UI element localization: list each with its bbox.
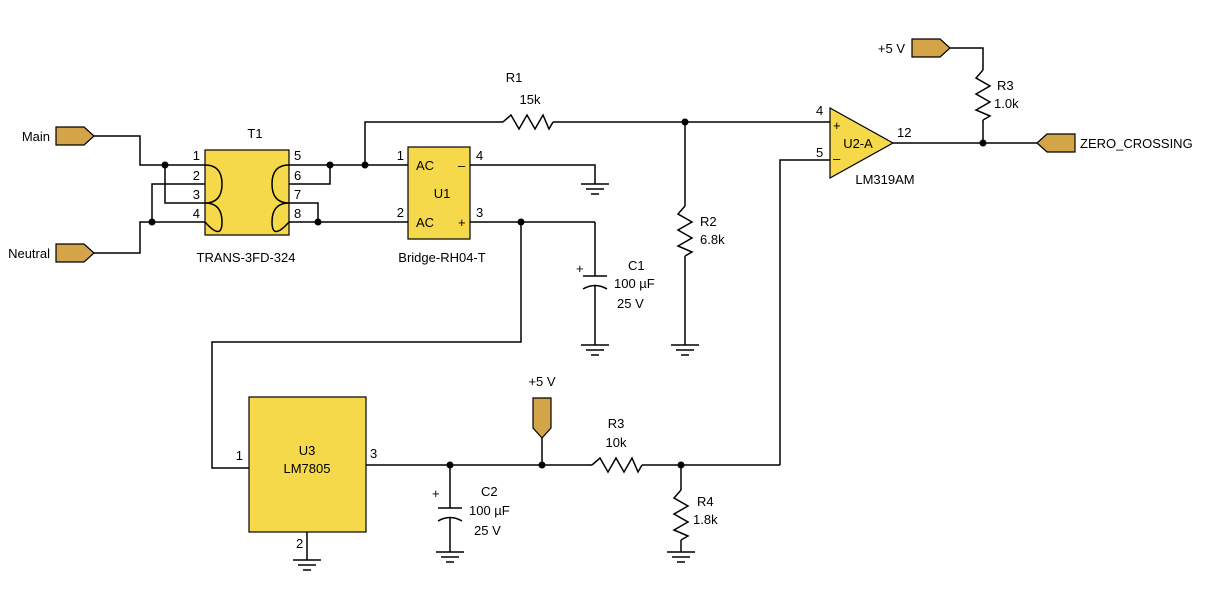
t1-pin: 6 [294,168,301,183]
port-neutral-label: Neutral [8,246,50,261]
c2-voltage: 25 V [474,523,501,538]
port-vcc-top[interactable]: +5 V [878,38,951,58]
junction-dot [538,461,546,469]
u2-ref: U2-A [843,136,873,151]
bridge-u1[interactable]: AC AC – + U1 Bridge-RH04-T 1 2 3 4 [397,146,486,265]
ground-symbol [667,551,695,563]
resistor-r4[interactable]: R4 1.8k [672,489,718,541]
t1-pin: 4 [193,206,200,221]
u2-pin-in-minus: 5 [816,145,823,160]
port-vcc-top-label: +5 V [878,41,905,56]
ground-symbol [581,344,609,356]
c1-polarity: + [576,261,584,276]
u1-pin: 4 [476,148,483,163]
u1-pin: 3 [476,205,483,220]
t1-pin: 3 [193,187,200,202]
u2-plus-label: + [833,118,841,133]
c2-polarity: + [432,486,440,501]
t1-pin: 7 [294,187,301,202]
t1-ref: T1 [247,126,262,141]
u3-pin-out: 3 [370,446,377,461]
c2-ref: C2 [481,484,498,499]
r3-top-ref: R3 [997,78,1014,93]
u3-pin-in: 1 [236,448,243,463]
c1-value: 100 µF [614,276,655,291]
junction-dot [979,139,987,147]
u1-part: Bridge-RH04-T [398,250,485,265]
junction-dot [326,161,334,169]
comparator-u2[interactable]: U2-A + – 4 5 12 LM319AM [816,103,915,187]
u1-plus-label: + [458,215,466,230]
capacitor-c2[interactable]: + C2 100 µF 25 V [432,484,510,538]
resistor-r1[interactable]: R1 15k [502,70,554,131]
port-zero-crossing-label: ZERO_CROSSING [1080,136,1193,151]
c2-value: 100 µF [469,503,510,518]
resistor-r3-top[interactable]: R3 1.0k [974,69,1019,121]
transformer-t1[interactable]: T1 TRANS-3FD-324 1 2 3 4 5 6 7 8 [193,126,301,265]
junction-dot [677,461,685,469]
u1-minus-label: – [458,158,466,173]
r1-ref: R1 [506,70,523,85]
c1-voltage: 25 V [617,296,644,311]
r1-value: 15k [520,92,541,107]
port-main[interactable]: Main [22,126,95,146]
t1-pin: 2 [193,168,200,183]
port-vcc-mid[interactable]: +5 V [528,374,556,439]
junction-dot [161,161,169,169]
r4-value: 1.8k [693,512,718,527]
junction-dot [517,218,525,226]
r2-ref: R2 [700,214,717,229]
r4-ref: R4 [697,494,714,509]
port-zero-crossing[interactable]: ZERO_CROSSING [1036,133,1193,153]
junction-dot [148,218,156,226]
junction-dot [446,461,454,469]
u2-pin-in-plus: 4 [816,103,823,118]
u1-ac1-label: AC [416,158,434,173]
t1-pin: 8 [294,206,301,221]
u3-pin-gnd: 2 [296,536,303,551]
ground-symbol [581,183,609,195]
r3-bottom-ref: R3 [608,416,625,431]
t1-pin: 1 [193,148,200,163]
u1-ac2-label: AC [416,215,434,230]
junction-dot [314,218,322,226]
ground-symbol [436,551,464,563]
t1-part: TRANS-3FD-324 [197,250,296,265]
port-main-label: Main [22,129,50,144]
port-neutral[interactable]: Neutral [8,243,95,263]
c1-ref: C1 [628,258,645,273]
capacitor-c1[interactable]: + C1 100 µF 25 V [576,258,655,311]
port-vcc-mid-label: +5 V [528,374,555,389]
junction-dot [361,161,369,169]
wires [94,47,1037,560]
u1-ref: U1 [434,186,451,201]
r3-bottom-value: 10k [606,435,627,450]
resistor-r3-bottom[interactable]: R3 10k [591,416,643,474]
u2-pin-out: 12 [897,125,911,140]
u1-pin: 1 [397,148,404,163]
ground-symbol [671,344,699,356]
u1-pin: 2 [397,205,404,220]
u3-ref: U3 [299,443,316,458]
resistor-r2[interactable]: R2 6.8k [676,205,725,257]
u2-minus-label: – [833,151,841,166]
regulator-u3[interactable]: U3 LM7805 1 3 2 [236,396,377,551]
junction-dot [681,118,689,126]
junctions [148,118,987,469]
u3-part: LM7805 [284,461,331,476]
ground-symbol [293,559,321,571]
t1-pin: 5 [294,148,301,163]
u2-part: LM319AM [855,172,914,187]
r3-top-value: 1.0k [994,96,1019,111]
r2-value: 6.8k [700,232,725,247]
